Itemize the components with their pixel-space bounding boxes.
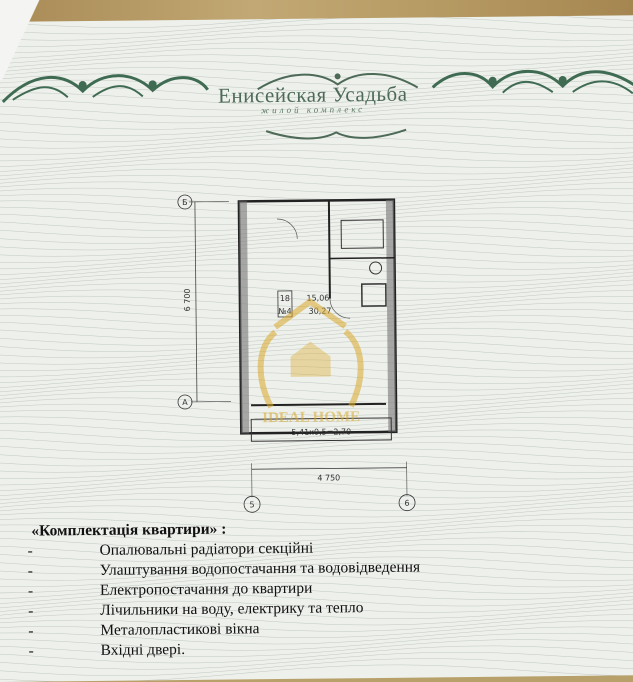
- axis-label-5: 5: [249, 500, 254, 509]
- axis-label-6: 6: [404, 499, 409, 508]
- wave-line: [0, 146, 633, 167]
- axis-label-b: Б: [182, 198, 188, 207]
- wave-line: [0, 26, 633, 47]
- axis-label-a: A: [182, 398, 188, 407]
- bottom-ornament-icon: [261, 126, 411, 144]
- toilet-icon: [370, 262, 382, 274]
- right-ornament-icon: [422, 55, 633, 107]
- watermark-logo-icon: IDEAL HOME: [235, 286, 387, 438]
- wave-line: [0, 662, 633, 682]
- dimension-horizontal: 4 750: [317, 473, 340, 482]
- dimension-vertical: 6 700: [183, 288, 192, 311]
- features-section: «Комплектація квартири» : -Опалювальні р…: [27, 515, 628, 661]
- wave-line: [0, 32, 633, 53]
- bathtub-icon: [341, 220, 383, 248]
- document-sheet: Енисейская Усадьба жилой комплекс Б A 6 …: [0, 15, 633, 682]
- brand-logo: Енисейская Усадьба жилой комплекс: [193, 81, 433, 116]
- wave-line: [0, 152, 633, 173]
- watermark-text: IDEAL HOME: [262, 409, 360, 426]
- paper-corner: [0, 0, 60, 80]
- wave-line: [0, 140, 633, 161]
